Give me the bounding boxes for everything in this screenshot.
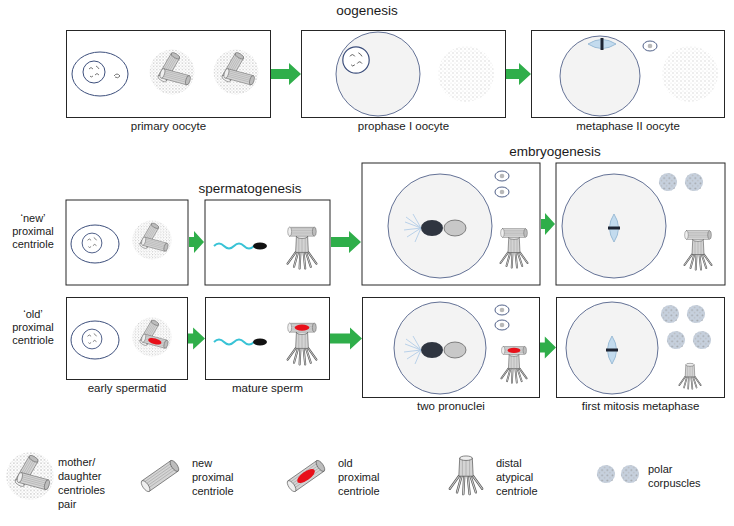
stage-arrow — [330, 328, 362, 350]
polar-corpuscle — [685, 173, 703, 191]
panel-caption: metaphase II oocyte — [492, 120, 734, 133]
stage-arrow — [540, 337, 556, 359]
sperm-centrioles — [501, 229, 528, 268]
metaphase-oocyte-art — [560, 36, 718, 116]
stage-arrow — [331, 231, 361, 253]
centriole-pair — [150, 50, 195, 95]
pronucleus — [421, 220, 443, 236]
legend-label: old proximal centriole — [338, 456, 396, 498]
oocyte — [560, 36, 640, 116]
legend-sample — [621, 465, 639, 483]
row-label: ‘old’ proximal centriole — [4, 308, 62, 347]
zygote — [562, 174, 666, 278]
stage-panel: mature sperm — [205, 297, 330, 380]
polar-body — [495, 320, 509, 330]
legend-label: mother/ daughter centrioles pair — [58, 455, 116, 511]
pronucleus — [421, 342, 443, 358]
polar-corpuscle — [687, 305, 705, 323]
panel-caption: prophase I oocyte — [262, 120, 545, 133]
legend-label: distal atypical centriole — [496, 456, 554, 498]
legend-label: new proximal centriole — [192, 456, 250, 498]
panel-caption: early spermatid — [27, 382, 227, 395]
centriole-pair — [132, 317, 171, 356]
spindle — [588, 38, 616, 50]
aster — [404, 336, 421, 364]
stage-panel: primary oocyte — [66, 30, 271, 118]
spindle — [606, 336, 618, 364]
panel-caption: two pronuclei — [323, 400, 579, 413]
sperm — [214, 243, 267, 250]
legend-sample — [450, 456, 482, 494]
legend-label: polar corpuscles — [648, 462, 718, 490]
centrosome — [114, 74, 120, 78]
sperm — [214, 339, 267, 346]
stage-arrow — [541, 213, 555, 235]
stage-arrow — [271, 63, 301, 85]
new-row-art — [71, 171, 712, 278]
section-heading: spermatogenesis — [190, 182, 310, 195]
nucleus — [82, 329, 102, 349]
section-heading: embryogenesis — [500, 145, 610, 158]
stage-arrow — [189, 231, 204, 253]
pronucleus — [444, 220, 466, 236]
degraded-centrosome — [662, 46, 718, 102]
spermatid — [71, 321, 119, 359]
panel-caption: mature sperm — [166, 382, 369, 395]
legend-sample — [6, 452, 54, 500]
panel — [556, 163, 725, 285]
polar-corpuscle — [693, 331, 711, 349]
polar-body — [495, 187, 509, 197]
polar-corpuscle — [667, 331, 685, 349]
old-row-art — [71, 302, 711, 394]
oocyte — [336, 32, 420, 116]
panel — [66, 200, 188, 285]
stage-arrow — [506, 63, 531, 85]
stage-panel: early spermatid — [66, 297, 188, 380]
stage-panel: metaphase II oocyte — [531, 30, 725, 118]
primary-oocyte-art — [72, 50, 258, 96]
sperm-centrioles — [685, 231, 712, 270]
spermatid — [71, 225, 119, 263]
nucleus — [343, 47, 369, 73]
polar-body — [643, 41, 657, 51]
cell — [72, 52, 128, 96]
stage-panel: first mitosis metaphase — [556, 297, 725, 398]
sperm-centrioles — [288, 323, 317, 364]
degraded-centrosome — [438, 46, 494, 102]
polar-body — [495, 171, 509, 181]
zygote — [566, 302, 658, 394]
pronucleus — [444, 342, 466, 358]
stage-panel: two pronuclei — [362, 297, 540, 398]
sperm-centrioles — [288, 227, 317, 268]
panel — [205, 200, 330, 285]
legend-sample — [140, 459, 181, 493]
polar-corpuscle — [661, 305, 679, 323]
spindle — [608, 214, 620, 242]
sperm-centrioles — [501, 346, 526, 382]
section-heading: oogenesis — [317, 4, 417, 17]
nucleus — [83, 61, 105, 83]
nucleus — [82, 233, 102, 253]
panel — [362, 163, 540, 285]
stage-arrow — [188, 328, 205, 350]
zygote — [394, 302, 486, 394]
centriole-pair — [214, 50, 259, 95]
row-label: ‘new’ proximal centriole — [4, 212, 62, 251]
aster — [404, 214, 421, 242]
panel-caption: first mitosis metaphase — [517, 400, 734, 413]
panel-caption: primary oocyte — [27, 120, 310, 133]
legend-sample — [286, 459, 327, 493]
stage-panel: prophase I oocyte — [301, 30, 506, 118]
zygote — [388, 174, 492, 278]
polar-body — [495, 305, 509, 315]
prophase-oocyte-art — [336, 32, 494, 116]
legend-sample — [597, 465, 615, 483]
centriole-pair — [132, 220, 171, 259]
distal-centriole — [679, 363, 701, 389]
polar-corpuscle — [659, 173, 677, 191]
